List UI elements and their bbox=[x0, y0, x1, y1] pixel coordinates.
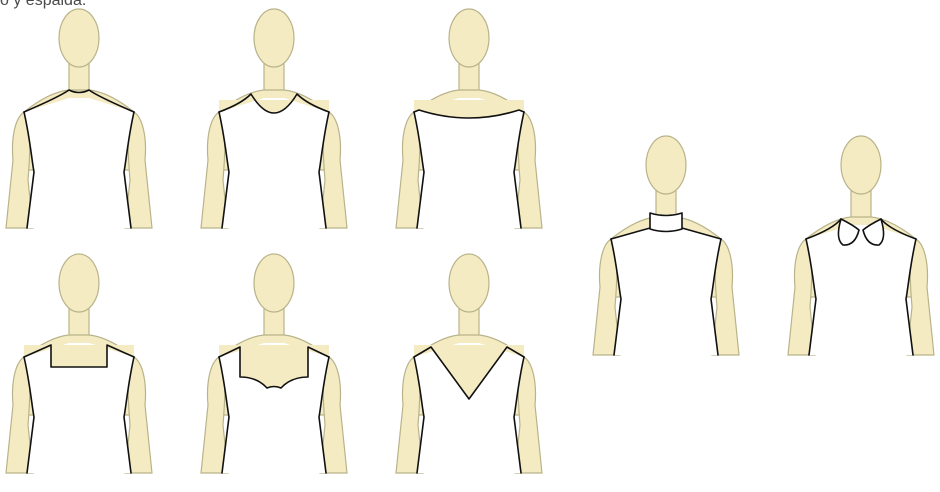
head bbox=[59, 254, 99, 312]
figure-mandarin-collar bbox=[593, 136, 739, 355]
garment bbox=[219, 94, 329, 228]
head bbox=[254, 9, 294, 67]
figure-sweetheart-neckline bbox=[201, 254, 347, 473]
figure-bateau-neckline bbox=[396, 9, 542, 228]
garment bbox=[414, 343, 524, 473]
head bbox=[449, 9, 489, 67]
figure-v-neckline bbox=[396, 254, 542, 473]
garment bbox=[24, 343, 134, 473]
mandarin-collar bbox=[650, 213, 682, 232]
garment bbox=[806, 219, 916, 355]
figure-scoop-neckline bbox=[201, 9, 347, 228]
head bbox=[841, 136, 881, 194]
head bbox=[449, 254, 489, 312]
head bbox=[254, 254, 294, 312]
head bbox=[59, 9, 99, 67]
garment bbox=[414, 98, 524, 228]
figure-jewel-neckline bbox=[6, 9, 152, 228]
garment bbox=[219, 343, 329, 473]
figure-square-neckline bbox=[6, 254, 152, 473]
figure-peter-pan-collar bbox=[788, 136, 934, 355]
head bbox=[646, 136, 686, 194]
garment bbox=[24, 90, 134, 228]
garment bbox=[611, 213, 721, 355]
